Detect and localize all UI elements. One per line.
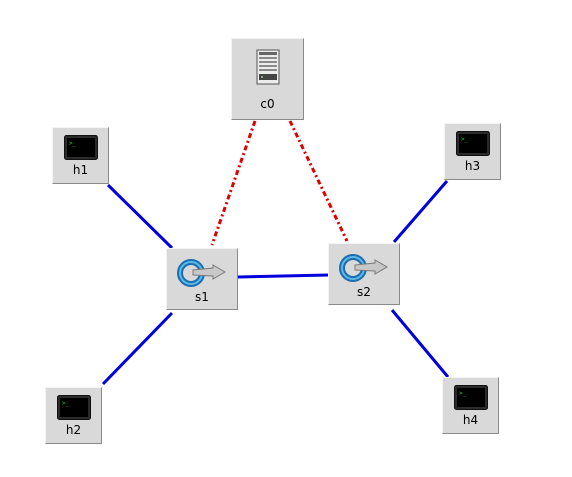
svg-text:>_: >_ — [69, 140, 77, 147]
node-s1[interactable]: s1 — [166, 248, 238, 310]
switch-icon — [177, 259, 226, 287]
node-c0[interactable]: c0 — [231, 38, 304, 120]
terminal-icon: >_ — [455, 131, 490, 156]
terminal-icon: >_ — [56, 395, 91, 420]
link-c0-s1[interactable] — [210, 120, 257, 246]
server-icon — [256, 49, 279, 85]
node-label: h4 — [462, 413, 479, 427]
node-h3[interactable]: >_ h3 — [444, 123, 501, 180]
node-label: h3 — [464, 159, 481, 173]
link-c0-s2[interactable] — [288, 120, 349, 242]
terminal-icon: >_ — [63, 135, 98, 160]
node-label: h2 — [65, 423, 82, 437]
switch-icon — [339, 254, 388, 282]
node-label: c0 — [260, 97, 275, 111]
svg-text:>_: >_ — [62, 400, 70, 407]
link-h4-s2[interactable] — [390, 309, 450, 378]
node-label: s2 — [357, 285, 371, 299]
node-h1[interactable]: >_ h1 — [52, 127, 109, 184]
terminal-icon: >_ — [453, 385, 488, 410]
node-label: h1 — [72, 163, 89, 177]
svg-text:>_: >_ — [461, 136, 469, 143]
node-h2[interactable]: >_ h2 — [45, 387, 102, 444]
link-h3-s2[interactable] — [392, 180, 449, 243]
node-s2[interactable]: s2 — [328, 243, 400, 305]
node-label: s1 — [195, 290, 209, 304]
node-h4[interactable]: >_ h4 — [442, 377, 499, 434]
link-h1-s1[interactable] — [106, 183, 174, 250]
link-s1-s2[interactable] — [237, 273, 330, 279]
link-h2-s1[interactable] — [101, 311, 174, 386]
svg-text:>_: >_ — [459, 390, 467, 397]
